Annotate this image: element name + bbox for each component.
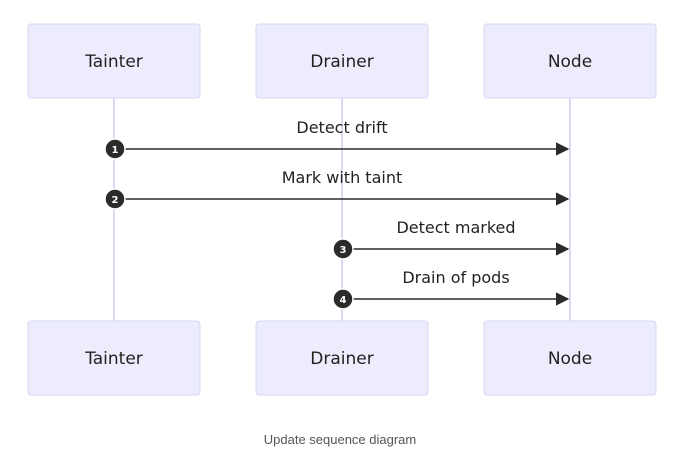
actor-drainer-top: Drainer: [255, 23, 429, 99]
actor-drainer-bottom: Drainer: [255, 320, 429, 396]
actor-node-bottom: Node: [483, 320, 657, 396]
actor-node-top: Node: [483, 23, 657, 99]
actor-box: [255, 320, 429, 396]
actor-label: Tainter: [84, 52, 143, 72]
actor-label: Drainer: [310, 52, 373, 72]
message-4: Drain of pods 4: [332, 268, 570, 310]
actor-label: Node: [548, 52, 592, 72]
sequence-number-badge: [332, 288, 354, 310]
actor-tainter-bottom: Tainter: [27, 320, 201, 396]
message-2: Mark with taint 2: [104, 168, 570, 210]
diagram-caption: Update sequence diagram: [263, 432, 417, 447]
message-label: Mark with taint: [282, 168, 403, 187]
message-label: Detect drift: [296, 118, 387, 137]
actor-tainter-top: Tainter: [27, 23, 201, 99]
message-label: Detect marked: [396, 218, 515, 237]
sequence-number-badge: [104, 188, 126, 210]
sequence-number: 4: [340, 295, 347, 306]
actor-label: Drainer: [310, 349, 373, 369]
sequence-number: 3: [340, 245, 347, 256]
message-3: Detect marked 3: [332, 218, 570, 260]
actor-box: [27, 23, 201, 99]
sequence-number: 2: [112, 195, 119, 206]
actor-label: Node: [548, 349, 592, 369]
sequence-number: 1: [112, 145, 119, 156]
sequence-number-badge: [104, 138, 126, 160]
actor-box: [255, 23, 429, 99]
actor-label: Tainter: [84, 349, 143, 369]
message-label: Drain of pods: [402, 268, 509, 287]
sequence-number-badge: [332, 238, 354, 260]
actor-box: [483, 23, 657, 99]
actor-box: [483, 320, 657, 396]
actor-box: [27, 320, 201, 396]
message-1: Detect drift 1: [104, 118, 570, 160]
